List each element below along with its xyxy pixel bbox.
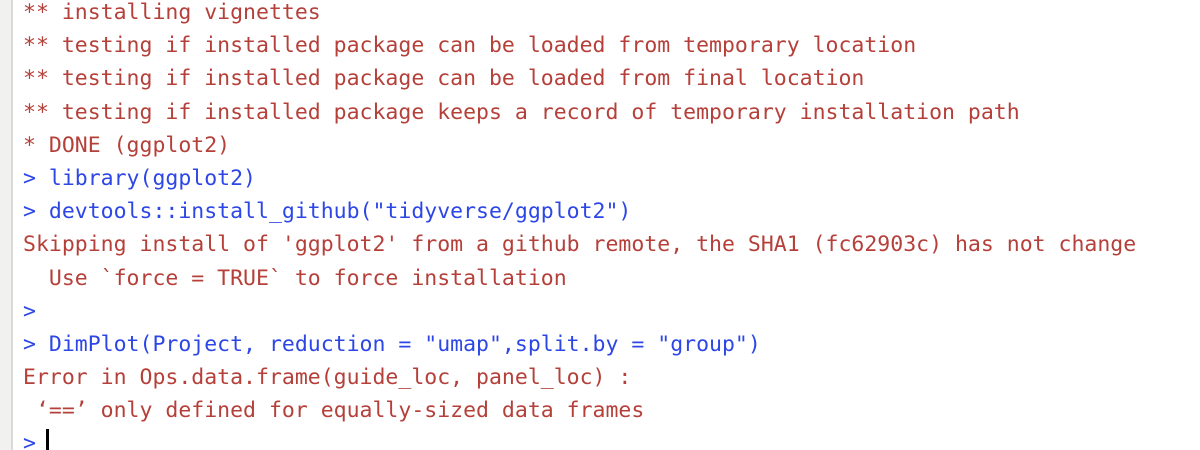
console-line-text: >	[23, 431, 36, 450]
console-line-text: > library(ggplot2)	[23, 165, 256, 191]
console-input-line: > devtools::install_github("tidyverse/gg…	[23, 195, 1200, 228]
console-line-text: ** testing if installed package can be l…	[23, 33, 917, 59]
console-line-text: ‘==’ only defined for equally-sized data…	[23, 398, 645, 424]
console-message-line: ** testing if installed package can be l…	[23, 29, 1200, 62]
console-input-line: >	[23, 427, 1200, 450]
console-message-line: ** installing vignettes	[23, 0, 1200, 29]
console-input-line: > library(ggplot2)	[23, 162, 1200, 195]
console-line-text: ** testing if installed package keeps a …	[23, 99, 1020, 125]
text-cursor	[45, 429, 49, 450]
r-console-output[interactable]: ** installing vignettes ** testing if ins…	[23, 0, 1200, 450]
console-line-text: >	[23, 298, 36, 324]
console-line-text: > DimPlot(Project, reduction = "umap",sp…	[23, 331, 761, 357]
left-pane-edge	[0, 0, 13, 450]
console-message-line: Skipping install of 'ggplot2' from a git…	[23, 228, 1200, 261]
console-message-line: Use `force = TRUE` to force installation	[23, 262, 1200, 295]
console-message-line: ** testing if installed package keeps a …	[23, 96, 1200, 129]
console-line-text: ** testing if installed package can be l…	[23, 66, 865, 92]
console-line-text: Skipping install of 'ggplot2' from a git…	[23, 232, 1137, 258]
console-line-text: ** installing vignettes	[23, 0, 321, 25]
console-message-line: ‘==’ only defined for equally-sized data…	[23, 394, 1200, 427]
console-message-line: * DONE (ggplot2)	[23, 129, 1200, 162]
console-input-line: >	[23, 295, 1200, 328]
console-message-line: ** testing if installed package can be l…	[23, 62, 1200, 95]
console-input-line: > DimPlot(Project, reduction = "umap",sp…	[23, 328, 1200, 361]
console-line-text: Error in Ops.data.frame(guide_loc, panel…	[23, 365, 632, 391]
console-message-line: Error in Ops.data.frame(guide_loc, panel…	[23, 361, 1200, 394]
console-line-text: * DONE (ggplot2)	[23, 132, 231, 158]
console-line-text: Use `force = TRUE` to force installation	[23, 265, 567, 291]
console-line-text: > devtools::install_github("tidyverse/gg…	[23, 199, 632, 225]
